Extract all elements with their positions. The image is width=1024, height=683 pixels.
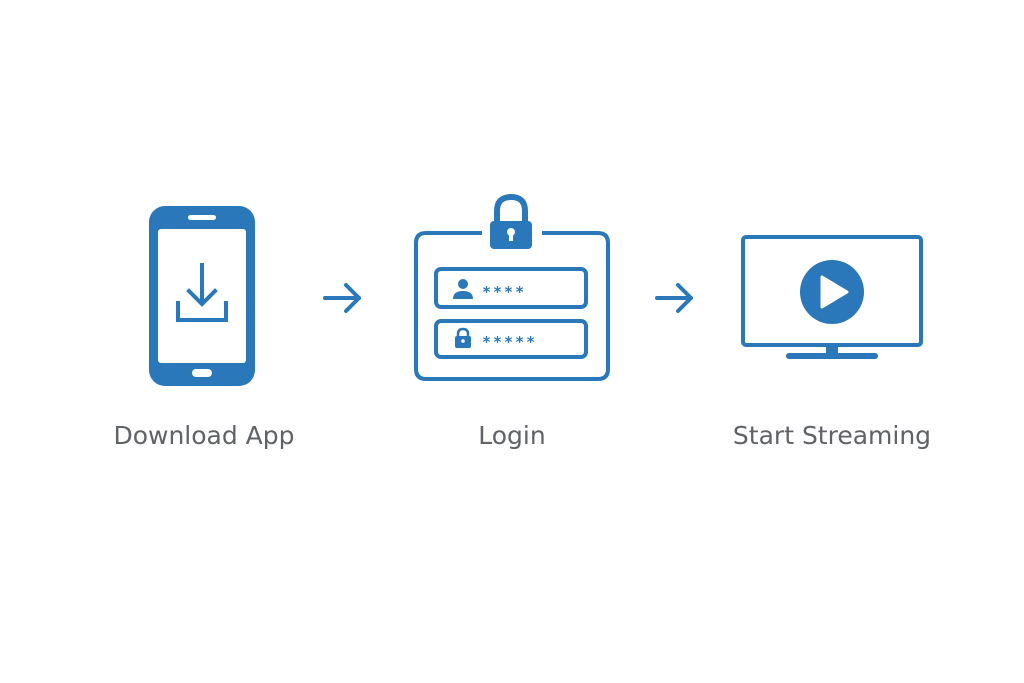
smartphone-download-icon <box>149 206 255 386</box>
step-label-download-app: Download App <box>113 421 295 450</box>
step-label-start-streaming: Start Streaming <box>732 421 932 450</box>
download-icon <box>176 263 228 322</box>
play-icon <box>800 260 864 324</box>
step-label-login: Login <box>478 421 546 450</box>
arrow-right-icon <box>323 283 361 313</box>
small-lock-icon <box>455 327 471 348</box>
password-mask: ***** <box>482 333 538 351</box>
padlock-icon <box>490 193 532 249</box>
login-form-icon <box>414 193 610 381</box>
username-mask: **** <box>482 283 527 301</box>
monitor-play-icon <box>741 235 923 359</box>
user-icon <box>453 279 473 299</box>
arrow-right-icon <box>655 283 693 313</box>
